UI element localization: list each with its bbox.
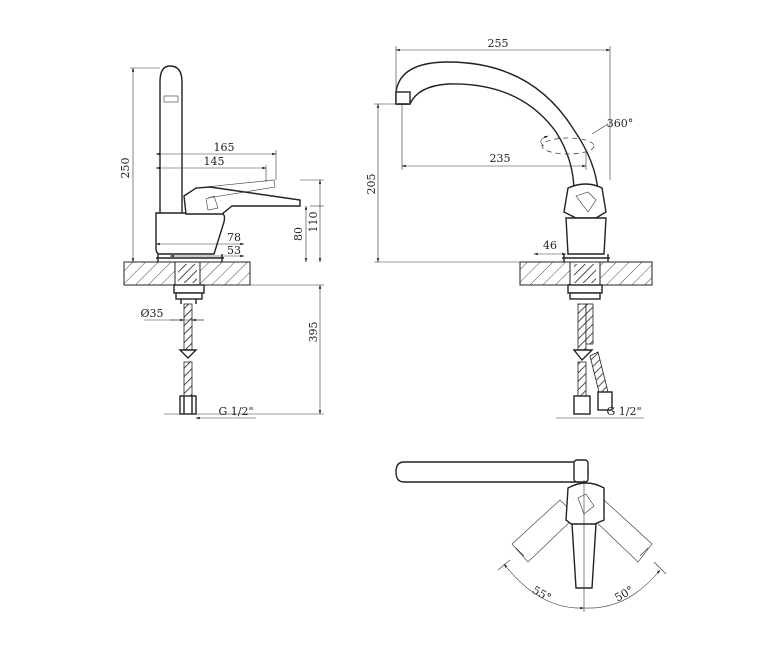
dim-side-thread: G 1/2" <box>218 405 253 418</box>
dim-side-lever-inner: 145 <box>204 155 225 168</box>
top-spout <box>395 461 589 483</box>
dim-side-80: 80 <box>292 227 305 241</box>
dim-top-angle-left: 55° <box>530 583 553 604</box>
dim-front-reach-inner: 235 <box>490 152 511 165</box>
top-mixer-body <box>565 482 605 527</box>
dim-front-reach-outer: 255 <box>488 37 509 50</box>
dim-front-rotation: 360° <box>607 117 634 130</box>
side-lever <box>183 186 301 215</box>
front-hose-left <box>577 303 587 351</box>
dim-side-110: 110 <box>307 212 320 233</box>
dim-front-base: 46 <box>543 239 557 252</box>
dim-side-53: 53 <box>227 244 241 257</box>
dim-side-hose-length: 395 <box>307 322 320 343</box>
front-hose-right <box>589 351 609 397</box>
side-spout-body <box>159 65 183 215</box>
dim-front-height: 205 <box>365 174 378 195</box>
front-view: 255 235 205 360° 46 G 1/2" <box>365 37 653 419</box>
front-mixer-body <box>563 183 607 219</box>
dim-side-hose-diameter: Ø35 <box>140 307 163 320</box>
top-view: 55° 50° <box>395 459 667 612</box>
side-view: 250 165 145 110 80 78 53 Ø35 395 G 1/2" <box>119 65 324 420</box>
dim-top-angle-right: 50° <box>613 583 636 604</box>
dim-side-78: 78 <box>227 231 241 244</box>
front-spout <box>395 61 599 193</box>
side-hose <box>183 303 193 351</box>
side-mixer-body <box>155 212 226 255</box>
dim-side-lever-outer: 165 <box>214 141 235 154</box>
dim-side-height: 250 <box>119 158 132 179</box>
dim-front-thread: G 1/2" <box>606 405 641 418</box>
